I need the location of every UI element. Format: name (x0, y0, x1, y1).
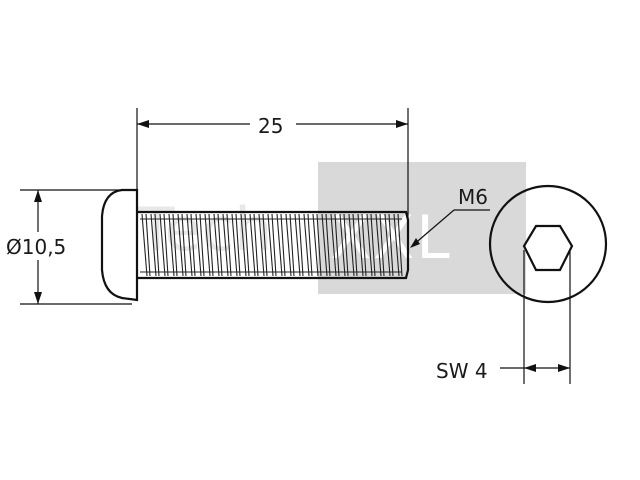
thread-root (154, 213, 160, 277)
arrowhead-left (137, 120, 149, 128)
thread-root (244, 213, 250, 277)
thread-root (325, 213, 331, 277)
length-dimension: 25 (136, 108, 409, 238)
thread-crest (276, 213, 283, 277)
callout-arrowhead (410, 238, 420, 248)
thread-root (343, 213, 349, 277)
thread-crest (375, 213, 382, 277)
thread-crest (141, 213, 148, 277)
callout-leader (411, 209, 455, 247)
thread-root (235, 213, 241, 277)
thread-root (172, 213, 178, 277)
thread-crest (303, 213, 310, 277)
thread-root (271, 213, 277, 277)
thread-crest (312, 213, 319, 277)
thread-crest (384, 213, 391, 277)
thread-root (298, 213, 304, 277)
thread-crest (150, 213, 157, 277)
hex-socket (522, 224, 574, 272)
thread-root (397, 213, 403, 277)
thread-crest (168, 213, 175, 277)
screw-end-view (488, 184, 608, 304)
thread-crest (204, 213, 211, 277)
socket-label: SW 4 (436, 359, 488, 383)
length-label: 25 (258, 114, 283, 138)
thread-crest (258, 213, 265, 277)
screw-side-view (100, 188, 410, 302)
thread-root (163, 213, 169, 277)
watermark-text-left: Tech (137, 195, 272, 265)
arrowhead-right (396, 120, 408, 128)
socket-arrow-right (558, 364, 570, 372)
thread-crest (285, 213, 292, 277)
watermark-text-right: XXL (330, 203, 452, 273)
thread-crest (267, 213, 274, 277)
socket-dimension: SW 4 (436, 250, 571, 384)
socket-arrow-left (524, 364, 536, 372)
thread-crest (186, 213, 193, 277)
thread-label: M6 (458, 185, 488, 209)
thread-crest (159, 213, 166, 277)
thread-crest (213, 213, 220, 277)
thread-root (361, 213, 367, 277)
thread-crest (393, 213, 400, 277)
thread-root (226, 213, 232, 277)
thread-root (217, 213, 223, 277)
thread-root (307, 213, 313, 277)
diameter-dimension: Ø10,5 (4, 189, 132, 305)
thread-crest (240, 213, 247, 277)
thread-root (262, 213, 268, 277)
thread-crest (321, 213, 328, 277)
thread-root (208, 213, 214, 277)
thread-root (145, 213, 151, 277)
screw-shank (137, 210, 410, 280)
thread-crest (330, 213, 337, 277)
thread-crest (348, 213, 355, 277)
thread-root (379, 213, 385, 277)
thread-crest (339, 213, 346, 277)
thread-root (388, 213, 394, 277)
thread-root (280, 213, 286, 277)
thread-crest (249, 213, 256, 277)
thread-crest (177, 213, 184, 277)
arrowhead-top (34, 190, 42, 202)
thread-root (199, 213, 205, 277)
thread-root (253, 213, 259, 277)
diameter-label-bg (4, 232, 72, 260)
thread-root (316, 213, 322, 277)
arrowhead-bottom (34, 292, 42, 304)
thread-crest (195, 213, 202, 277)
thread-root (190, 213, 196, 277)
thread-root (352, 213, 358, 277)
thread-root (181, 213, 187, 277)
diameter-label: Ø10,5 (6, 235, 66, 259)
thread-crest (357, 213, 364, 277)
thread-root (370, 213, 376, 277)
screw-head (100, 188, 139, 302)
thread-pattern (141, 213, 403, 277)
thread-crest (222, 213, 229, 277)
thread-callout: M6 (410, 185, 490, 248)
head-circle (488, 184, 608, 304)
thread-crest (231, 213, 238, 277)
thread-root (289, 213, 295, 277)
thread-root (334, 213, 340, 277)
thread-crest (294, 213, 301, 277)
thread-crest (366, 213, 373, 277)
